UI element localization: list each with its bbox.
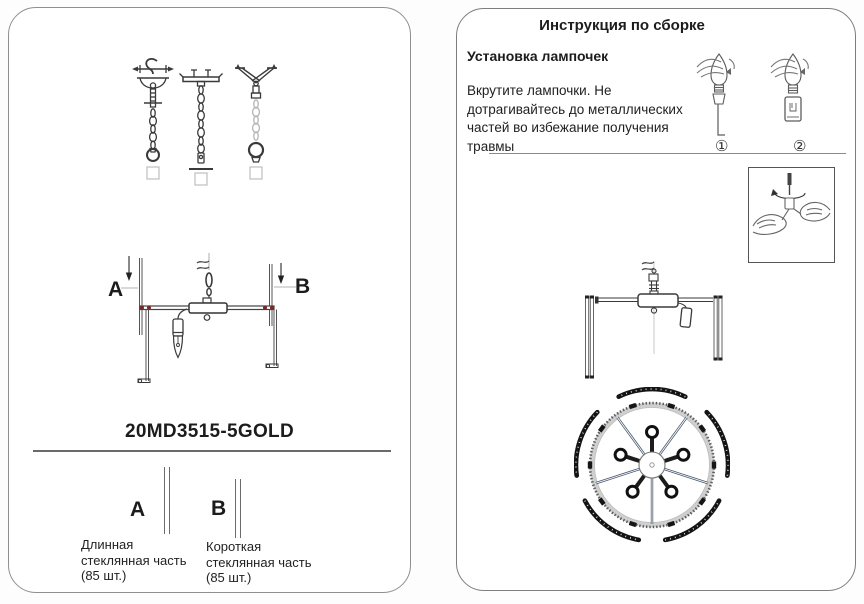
legend-label-a: A [130,498,146,521]
section-title: Установка лампочек [467,48,609,64]
part-a-caption: Длинная стеклянная часть (85 шт.) [81,537,187,583]
rim-clips [587,402,717,528]
page-title: Инструкция по сборке [539,17,705,34]
step1-number-badge: ① [715,138,729,155]
chandelier-top-view [574,387,730,543]
hand-outline [696,58,735,78]
insert-arrow-right [277,263,285,284]
frame-label-b: B [295,275,311,298]
chandelier-side-view [585,261,723,379]
glass-rods-left [585,296,594,378]
left-page-panel: A B 20MD3515-5GOLD A B Длинная стеклянна… [8,7,411,593]
hands-screwing-icon [752,173,831,235]
socket-and-bulb [172,308,188,359]
bar-mount-chain-icon [179,69,223,186]
candle-socket [679,307,693,328]
hub-cylinder [637,293,679,308]
frame-assembly-diagram [121,253,296,384]
instruction-text: Вкрутите лампочки. Не дотрагивайтесь до … [467,83,683,154]
joint-dots [140,305,274,310]
part-b-caption: Короткая стеклянная часть (85 шт.) [206,539,312,585]
screw-bulb-step1-icon [696,53,735,136]
legend-label-b: B [211,497,227,520]
suspension-chain [196,253,213,299]
glass-rod-a [139,258,143,335]
center-hub [188,302,228,314]
glass-part-a-sample [164,467,170,534]
socket-rings [613,425,691,499]
right-page-panel: Инструкция по сборке Установка лампочек … [456,8,856,591]
divider-line [33,450,391,452]
frame-leg-left [137,309,151,384]
screw-bulb-step2-icon [770,53,809,122]
step2-number-badge: ② [793,138,807,155]
socket-arms [624,436,680,489]
hook-canopy-chain-icon [132,58,174,180]
break-symbol [641,261,655,271]
glass-rod-b [269,264,273,326]
hanging-kits-diagram [132,58,277,186]
hand-outline [770,58,809,78]
frame-label-a: A [108,278,124,301]
divider-line [489,153,846,155]
hub-finial [203,314,211,321]
outer-arc-segments [574,387,730,543]
glass-part-b-sample [235,479,241,538]
frame-leg-right [265,309,279,369]
model-number: 20MD3515-5GOLD [125,421,294,442]
glass-rods-right [713,296,723,360]
light-chain [251,99,261,141]
center-plate [638,451,666,479]
hands-assembly-figure [748,167,835,263]
insert-arrow-left [125,256,133,281]
truss-canopy-chain-icon [235,64,277,180]
